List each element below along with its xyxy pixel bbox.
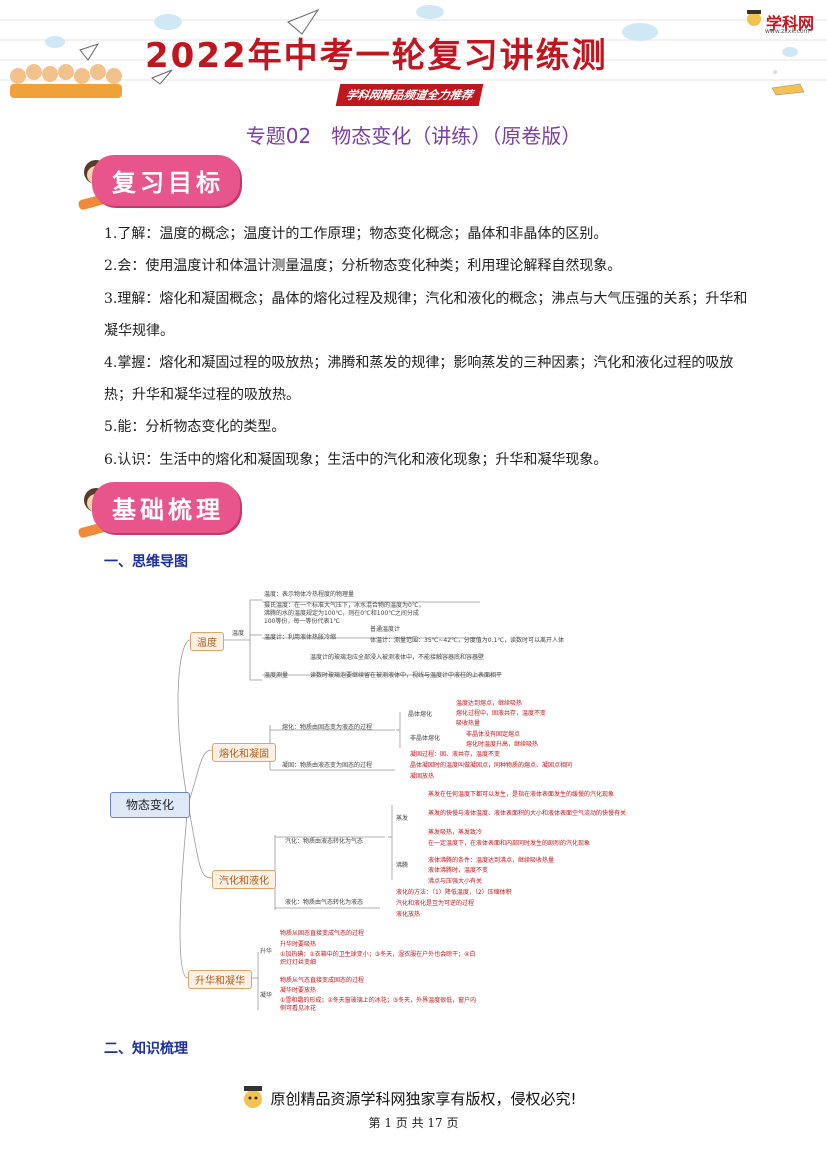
- mm-text: 晶体熔化: [408, 711, 433, 718]
- heading-knowledge: 二、知识梳理: [104, 1041, 188, 1057]
- mm-text: 液化：物质由气态转化为液态: [285, 899, 364, 906]
- mm-text: 升华时要吸热: [280, 941, 317, 948]
- mm-text: 体温计：测量范围：35℃~42℃，分度值为0.1℃，读数时可以离开人体: [370, 637, 565, 644]
- mm-text: 凝华: [260, 992, 273, 999]
- goal-item-2: 2.会：使用温度计和体温计测量温度；分析物态变化种类；利用理论解释自然现象。: [104, 258, 622, 274]
- mindmap-root: 物态变化: [110, 792, 190, 818]
- goal-item-1: 1.了解：温度的概念；温度计的工作原理；物态变化概念；晶体和非晶体的区别。: [104, 226, 608, 242]
- mm-text: 蒸发吸热，蒸发致冷: [428, 829, 483, 836]
- section-badge-basics: 基础梳理: [92, 482, 240, 533]
- mindmap-branch-sublimation: 升华和凝华: [188, 970, 252, 989]
- mm-text: 凝华时要放热: [280, 987, 317, 994]
- mm-text: 温度计：利用液体热胀冷缩: [264, 634, 337, 641]
- mm-text: 液体沸腾的条件：温度达到沸点，继续吸收热量: [428, 857, 555, 864]
- mm-text: 温度测量: [264, 672, 289, 679]
- mm-text: 非晶体熔化: [410, 735, 441, 742]
- mm-text: 液体沸腾时，温度不变: [428, 867, 489, 874]
- mm-text: 凝固：物质由液态变为固态的过程: [282, 762, 373, 769]
- logo-text: 学科网: [766, 14, 815, 33]
- mm-text: 沸腾的水的温度规定为100℃，则在0℃和100℃之间分成: [264, 610, 419, 617]
- goal-item-5: 5.能：分析物态变化的类型。: [104, 419, 286, 435]
- logo-icon: [746, 8, 766, 32]
- mm-text: 沸点与压强大小有关: [428, 878, 483, 885]
- mm-text: 汽化：物质由液态转化为气态: [285, 838, 364, 845]
- mm-text: ①雪和霜的形成；②冬天窗玻璃上的冰花；③冬天，外界温度很低，窗户内侧可看见冰花: [280, 997, 477, 1012]
- mm-text: 熔化：物质由固态变为液态的过程: [282, 724, 373, 731]
- footer-copyright: 原创精品资源学科网独家享有版权，侵权必究!: [270, 1090, 577, 1108]
- mm-text: 100等份，每一等份代表1℃: [264, 618, 341, 625]
- banner-subtitle: 学科网精品频道全力推荐: [335, 84, 483, 106]
- section-badge-review-goals: 复习目标: [92, 155, 240, 206]
- mm-text: 熔化时温度升高，继续吸热: [466, 741, 539, 748]
- mm-text: 非晶体没有固定熔点: [466, 731, 521, 738]
- goal-item-6: 6.认识：生活中的熔化和凝固现象；生活中的汽化和液化现象；升华和凝华现象。: [104, 452, 608, 468]
- mm-text: 熔化过程中，固液共存，温度不变: [456, 710, 547, 717]
- mm-text: 沸腾: [396, 862, 409, 869]
- document-title: 专题02 物态变化（讲练）（原卷版）: [245, 124, 582, 148]
- mm-text: 蒸发在任何温度下都可以发生，是指在液体表面发生的缓慢的汽化现象: [428, 791, 615, 798]
- mm-text: 普通温度计: [370, 626, 401, 633]
- heading-mindmap: 一、思维导图: [104, 554, 188, 570]
- goal-item-3: 3.理解：熔化和凝固概念；晶体的熔化过程及规律；汽化和液化的概念；沸点与大气压强…: [104, 291, 748, 339]
- mm-text: 摄氏温度：在一个标准大气压下，冰水混合物的温度为0℃，: [264, 602, 425, 609]
- mm-text: 温度达到熔点，继续吸热: [456, 700, 523, 707]
- mm-text: 读数时玻璃泡要继续留在被测液体中，视线与温度计中液柱的上表面相平: [310, 672, 503, 679]
- mm-text: 温度：表示物体冷热程度的物理量: [264, 591, 355, 598]
- logo-url: www.zxxk.com: [765, 28, 810, 35]
- mm-text: 凝固过程：固、液共存，温度不变: [410, 751, 501, 758]
- mm-text: 物质从固态直接变成气态的过程: [280, 930, 365, 937]
- mascot-icon: [240, 1082, 266, 1114]
- mm-text: 蒸发的快慢与液体温度、液体表面积的大小和液体表面空气流动的快慢有关: [428, 810, 627, 817]
- goal-item-4: 4.掌握：熔化和凝固过程的吸放热；沸腾和蒸发的规律；影响蒸发的三种因素；汽化和液…: [104, 355, 734, 403]
- mm-text: 吸收热量: [456, 720, 481, 727]
- mm-text: 温度计的玻璃泡应全部浸入被测液体中，不能接触容器底和容器壁: [310, 654, 485, 661]
- mm-text: 凝固放热: [410, 773, 435, 780]
- mm-text: ①加热碘；②衣箱中的卫生球变小；③冬天，湿衣服在户外也会晾干；④白炽灯灯丝变细: [280, 951, 476, 966]
- mm-text: 液化放热: [396, 911, 421, 918]
- mindmap-branch-vaporization: 汽化和液化: [212, 870, 276, 889]
- mindmap-connectors: [177, 599, 500, 1010]
- mm-text: 温度: [232, 630, 245, 637]
- mm-text: 汽化和液化是互为可逆的过程: [396, 900, 475, 907]
- mm-text: 晶体凝固时的温度叫做凝固点，同种物质的熔点、凝固点相同: [410, 762, 573, 769]
- mm-text: 液化的方法：（1）降低温度，（2）压缩体积: [396, 889, 512, 896]
- mindmap-branch-temperature: 温度: [190, 632, 224, 651]
- mindmap-branch-melting: 熔化和凝固: [212, 743, 276, 762]
- mm-text: 在一定温度下，在液体表面和内部同时发生的剧烈的汽化现象: [428, 840, 591, 847]
- mm-text: 物质从气态直接变成固态的过程: [280, 977, 365, 984]
- mm-text: 蒸发: [396, 815, 409, 822]
- mm-text: 升华: [260, 948, 273, 955]
- header-decoration: [0, 5, 827, 98]
- page-number: 第 1 页 共 17 页: [368, 1116, 459, 1130]
- banner-title: 2022年中考一轮复习讲练测: [145, 36, 608, 76]
